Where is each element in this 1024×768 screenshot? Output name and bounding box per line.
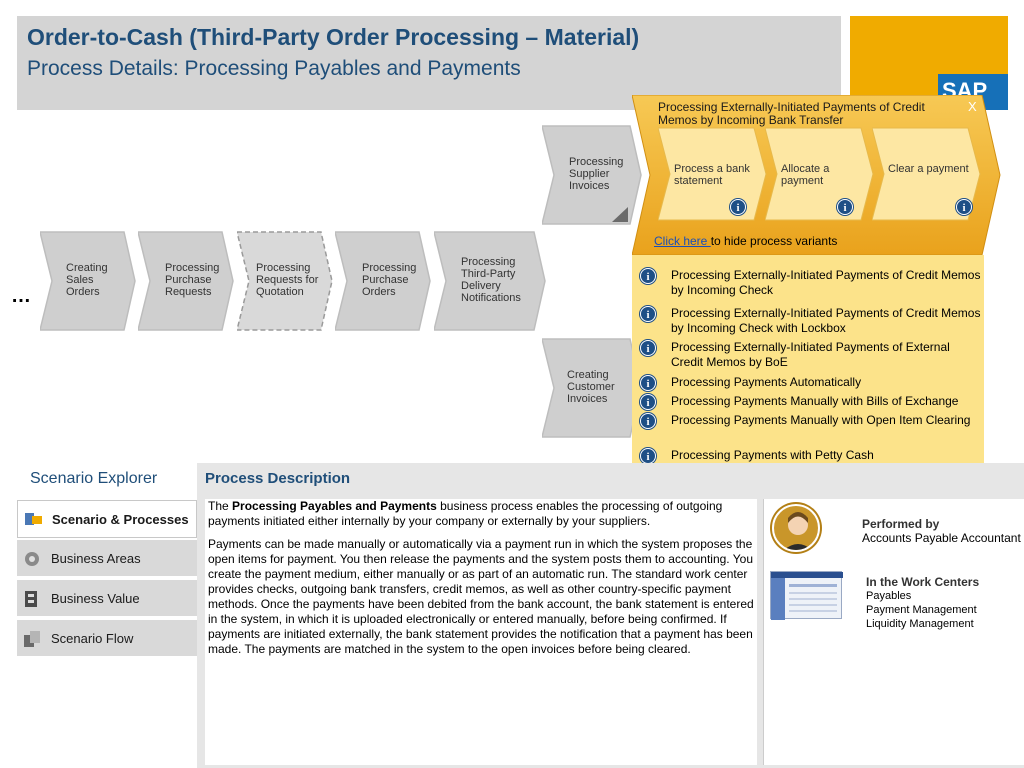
variant-label: Processing Payments Automatically xyxy=(671,375,862,389)
header-banner: Order-to-Cash (Third-Party Order Process… xyxy=(17,16,841,110)
flow-step[interactable]: Processing Purchase Requests xyxy=(138,231,234,331)
process-description-title: Process Description xyxy=(205,470,351,487)
variant-step-shape xyxy=(657,127,767,221)
nav-item-label: Business Areas xyxy=(51,551,141,566)
flow-step[interactable]: Creating Sales Orders xyxy=(40,231,136,331)
nav-item-label: Business Value xyxy=(51,591,140,606)
p1-pre: The xyxy=(208,499,233,513)
flow-step[interactable]: Creating Customer Invoices xyxy=(542,338,642,438)
flow-step[interactable]: Processing Requests for Quotation xyxy=(237,231,333,331)
work-center-item: Payables xyxy=(866,590,912,602)
variant-step-label: Allocate a payment xyxy=(781,163,830,187)
flow-step-label: Processing Requests for Quotation xyxy=(256,262,319,298)
work-center-screenshot xyxy=(770,571,843,620)
variant-step[interactable]: Process a bank statement i xyxy=(657,127,768,227)
flow-step-shape xyxy=(335,231,431,331)
business-areas-icon xyxy=(25,552,39,566)
nav-item[interactable]: Business Value xyxy=(17,580,197,618)
side-info-panel: Performed by Accounts Payable Accountant… xyxy=(763,499,1024,765)
variant-step-shape xyxy=(871,127,981,221)
process-variant-popup: Processing Externally-Initiated Payments… xyxy=(632,95,1002,255)
variant-label: Processing Payments Manually with Bills … xyxy=(671,394,959,408)
variant-label: Processing Externally-Initiated Payments… xyxy=(671,306,981,335)
flow-step[interactable]: Processing Purchase Orders xyxy=(335,231,431,331)
nav-item-label: Scenario & Processes xyxy=(52,512,189,527)
performed-by: Performed by Accounts Payable Accountant xyxy=(862,517,1021,545)
flow-step-shape xyxy=(138,231,234,331)
flow-step-shape xyxy=(40,231,136,331)
variant-step-shape xyxy=(764,127,874,221)
flow-step-label: Creating Sales Orders xyxy=(66,262,108,298)
work-center-item: Liquidity Management xyxy=(866,618,974,630)
process-description-panel: Process Description The Processing Payab… xyxy=(197,463,1024,768)
variant-label: Processing Externally-Initiated Payments… xyxy=(671,268,981,297)
work-centers-label: In the Work Centers xyxy=(866,575,980,589)
close-button[interactable]: X xyxy=(968,99,977,114)
page-subtitle: Process Details: Processing Payables and… xyxy=(27,57,521,80)
p1-post: business process enables the processing … xyxy=(208,499,723,528)
flow-ellipsis: … xyxy=(11,285,31,307)
nav-item[interactable]: Scenario & Processes xyxy=(17,500,197,538)
flow-step-label: Processing Purchase Requests xyxy=(165,262,220,298)
variant-step-label: Process a bank statement xyxy=(674,163,750,187)
variant-step[interactable]: Allocate a payment i xyxy=(764,127,875,227)
flow-step-shape xyxy=(434,231,546,331)
info-icon[interactable]: i xyxy=(730,199,746,215)
info-icon[interactable]: i xyxy=(837,199,853,215)
info-icon[interactable]: i xyxy=(640,413,656,429)
performed-by-label: Performed by xyxy=(862,517,940,531)
accountant-avatar xyxy=(772,504,820,552)
flow-step-shape xyxy=(542,125,642,225)
variant-step-label: Clear a payment xyxy=(888,163,969,175)
info-icon[interactable]: i xyxy=(640,340,656,356)
description-paragraph-2: Payments can be made manually or automat… xyxy=(208,537,754,656)
business-value-icon xyxy=(25,591,37,607)
page-title: Order-to-Cash (Third-Party Order Process… xyxy=(27,24,640,50)
hide-variants-rest: to hide process variants xyxy=(710,234,838,248)
variant-label: Processing Payments with Petty Cash xyxy=(671,448,874,462)
flow-step-label: Processing Supplier Invoices xyxy=(569,156,624,192)
scenario-explorer-title: Scenario Explorer xyxy=(30,470,158,487)
process-description-body: The Processing Payables and Payments bus… xyxy=(205,499,757,765)
flow-step-label: Processing Third-Party Delivery Notifica… xyxy=(461,256,521,304)
flow-step-shape xyxy=(237,231,333,331)
info-icon[interactable]: i xyxy=(640,306,656,322)
work-center-item: Payment Management xyxy=(866,604,977,616)
variant-label: Processing Externally-Initiated Payments… xyxy=(671,340,950,369)
click-here-link[interactable]: Click here xyxy=(654,234,711,248)
info-icon[interactable]: i xyxy=(640,448,656,464)
work-centers: In the Work Centers Payables Payment Man… xyxy=(866,575,979,631)
info-icon[interactable]: i xyxy=(640,268,656,284)
nav-item-label: Scenario Flow xyxy=(51,631,134,646)
info-icon[interactable]: i xyxy=(640,394,656,410)
nav-item[interactable]: Business Areas xyxy=(17,540,197,578)
info-icon[interactable]: i xyxy=(956,199,972,215)
description-paragraph-1: The Processing Payables and Payments bus… xyxy=(205,499,757,529)
flow-step[interactable]: Processing Supplier Invoices xyxy=(542,125,642,225)
p1-bold: Processing Payables and Payments xyxy=(232,499,437,513)
variant-label: Processing Payments Manually with Open I… xyxy=(671,413,971,427)
flow-step[interactable]: Processing Third-Party Delivery Notifica… xyxy=(434,231,546,331)
flow-step-shape xyxy=(542,338,642,438)
nav-item[interactable]: Scenario Flow xyxy=(17,620,197,658)
scenario-icon xyxy=(25,513,42,525)
info-icon[interactable]: i xyxy=(640,375,656,391)
hide-variants-text: Click here to hide process variants xyxy=(654,234,837,248)
popup-title: Processing Externally-Initiated Payments… xyxy=(658,100,925,127)
performed-by-value: Accounts Payable Accountant xyxy=(862,531,1021,545)
flow-step-label: Creating Customer Invoices xyxy=(567,369,615,405)
scenario-flow-icon xyxy=(24,631,40,647)
variant-step[interactable]: Clear a payment i xyxy=(871,127,982,227)
flow-step-label: Processing Purchase Orders xyxy=(362,262,417,298)
